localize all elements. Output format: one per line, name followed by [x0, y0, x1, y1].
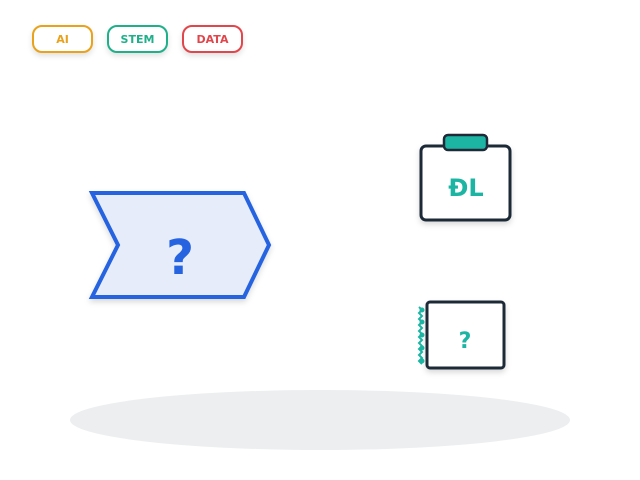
notebook-label: ?	[459, 329, 472, 354]
clipboard[interactable]: ĐL	[419, 133, 512, 222]
tag-ai-label: AI	[56, 32, 69, 46]
notebook-rings-icon	[417, 306, 425, 365]
chevron-body	[88, 191, 272, 299]
notebook-frame	[425, 300, 506, 370]
chevron-label: ?	[166, 230, 194, 286]
tag-ai[interactable]: AI	[32, 25, 93, 53]
chevron-shape[interactable]: ?	[88, 191, 272, 299]
ground-shadow	[70, 390, 570, 450]
tag-stem-label: STEM	[120, 32, 155, 46]
tag-data[interactable]: DATA	[182, 25, 243, 53]
tag-stem[interactable]: STEM	[107, 25, 168, 53]
notebook[interactable]: ?	[417, 300, 506, 370]
clipboard-clip-icon	[442, 133, 489, 152]
tag-data-label: DATA	[196, 32, 229, 46]
clipboard-label: ĐL	[448, 174, 483, 202]
